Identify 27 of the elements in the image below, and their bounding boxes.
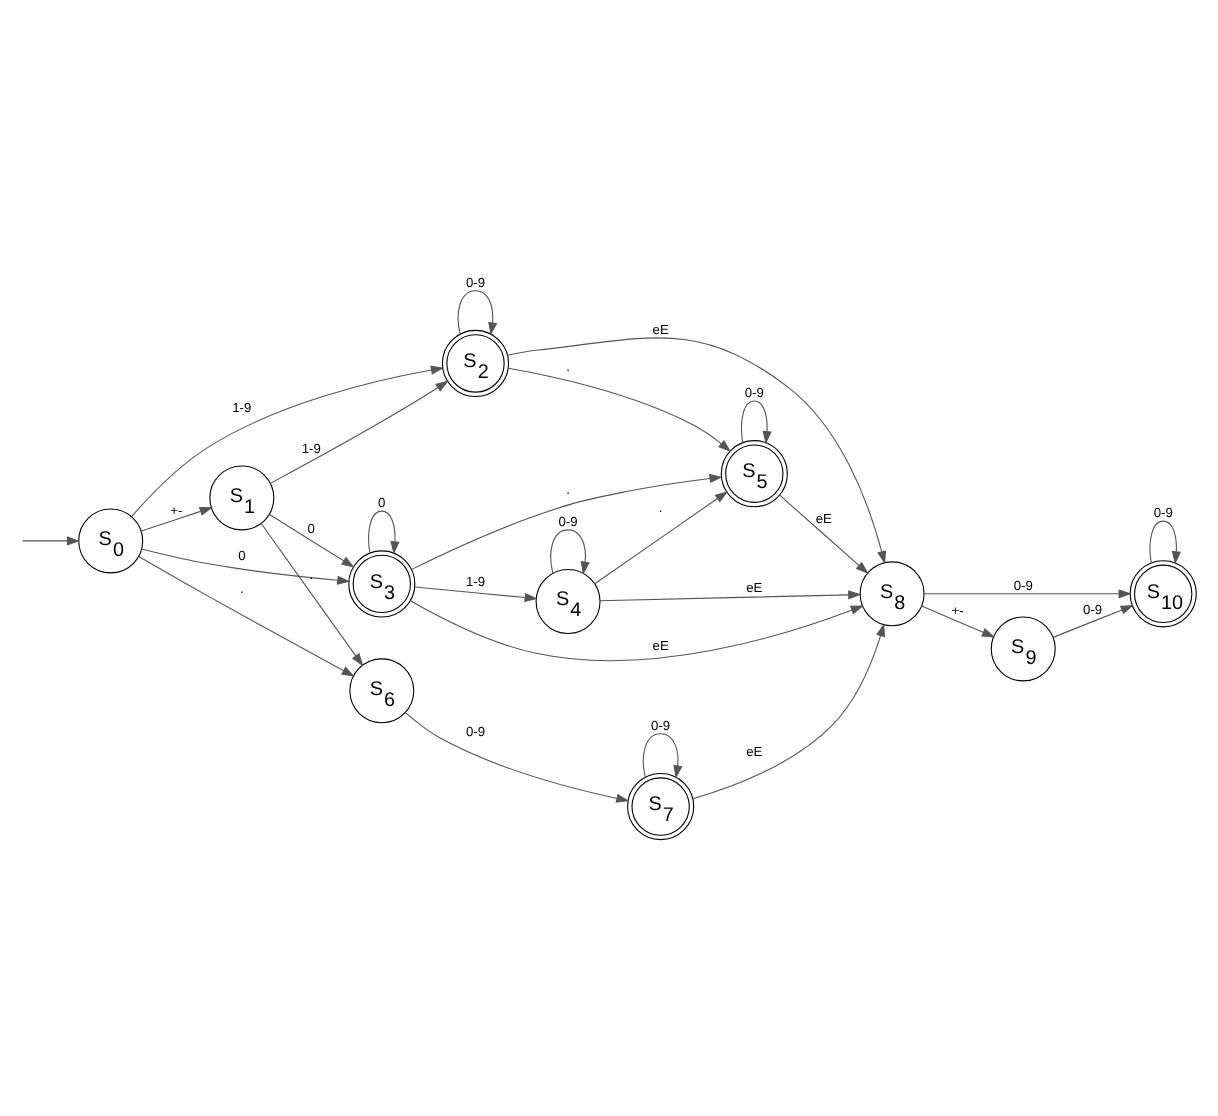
arrow [692,623,885,800]
arrow [131,365,445,518]
arrow [411,473,723,570]
arrow [260,523,364,667]
arrow [642,733,683,779]
arrow [269,380,449,484]
arrow [414,586,538,603]
arrow [507,337,887,565]
arrow [921,605,996,638]
arrow [1149,520,1181,565]
arrow [22,536,81,546]
arrow [138,556,355,677]
arrow [409,600,864,661]
arrow [457,290,498,336]
arrow [140,507,213,532]
arrow [268,513,355,568]
arrow [507,367,732,453]
arrow [740,400,772,445]
arrow [550,529,590,575]
arrow [404,712,630,803]
arrow [779,494,869,575]
arrow [368,510,400,555]
arrow [141,548,351,585]
arrow [1052,605,1134,638]
arrow [924,589,1132,599]
arrow [594,491,729,585]
arrow [599,590,862,602]
